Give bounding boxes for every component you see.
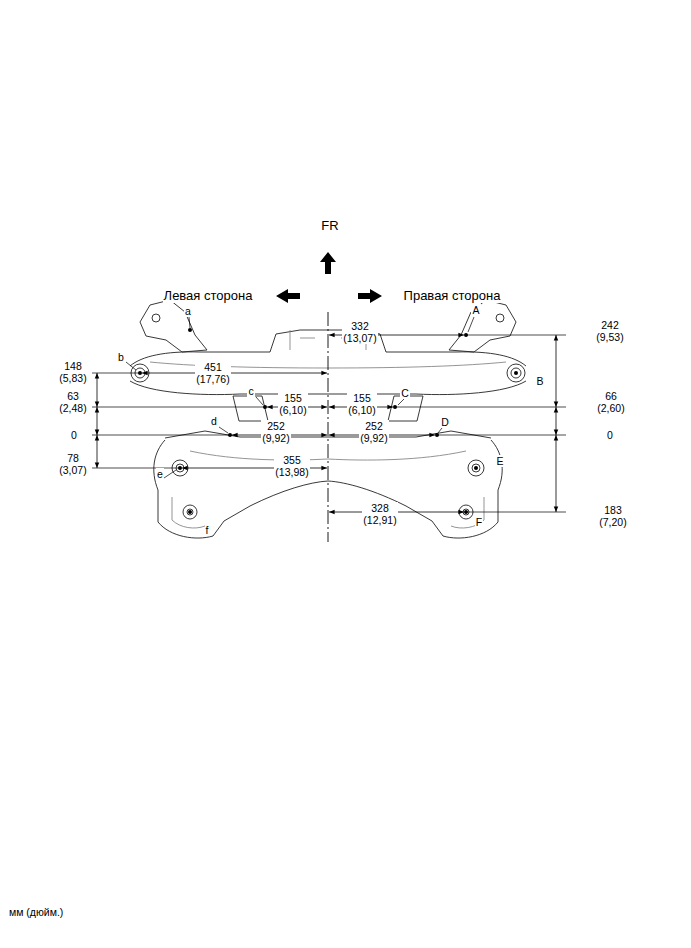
- dimension-value: 78 (3,07): [58, 452, 87, 476]
- point-letter: F: [475, 516, 483, 528]
- dimension-value: 252 (9,92): [261, 420, 290, 444]
- point-letter: a: [184, 305, 192, 317]
- dimension-value: 355 (13,98): [274, 454, 309, 478]
- dimension-value: 451 (17,76): [195, 361, 230, 385]
- dimension-value: 332 (13,07): [342, 320, 377, 344]
- point-letter: E: [495, 455, 504, 467]
- direction-arrows: [276, 252, 382, 303]
- dimension-value: 0: [606, 429, 614, 441]
- dimension-value: 63 (2,48): [58, 390, 87, 414]
- dimension-value: 66 (2,60): [596, 390, 625, 414]
- direction-label: FR: [320, 219, 339, 234]
- dimension-value: 183 (7,20): [598, 504, 627, 528]
- dimension-value: 155 (6,10): [278, 392, 307, 416]
- dimension-value: 148 (5,83): [58, 360, 87, 384]
- crossmember-half: [130, 300, 328, 538]
- point-letter: A: [471, 304, 480, 316]
- point-letter: c: [247, 385, 254, 397]
- measure-points: [138, 328, 518, 514]
- leader-lines: [126, 317, 474, 478]
- extension-lines: [92, 335, 566, 512]
- dimension-value: 155 (6,10): [347, 392, 376, 416]
- point-letter: D: [440, 416, 450, 428]
- point-letter: e: [156, 468, 164, 480]
- dimension-value: 242 (9,53): [595, 319, 624, 343]
- point-letter: b: [117, 351, 125, 363]
- dimension-lines: [97, 335, 556, 512]
- point-letter: d: [210, 415, 218, 427]
- dimension-value: 252 (9,92): [359, 420, 388, 444]
- unit-note: мм (дюйм.): [8, 906, 64, 918]
- center-line: [328, 312, 329, 542]
- point-letter: B: [535, 375, 544, 387]
- point-letter: f: [205, 524, 210, 536]
- side-label: Левая сторона: [163, 289, 254, 304]
- dimension-value: 328 (12,91): [362, 502, 397, 526]
- dimension-value: 0: [70, 429, 78, 441]
- point-letter: C: [400, 387, 410, 399]
- side-label: Правая сторона: [403, 289, 502, 304]
